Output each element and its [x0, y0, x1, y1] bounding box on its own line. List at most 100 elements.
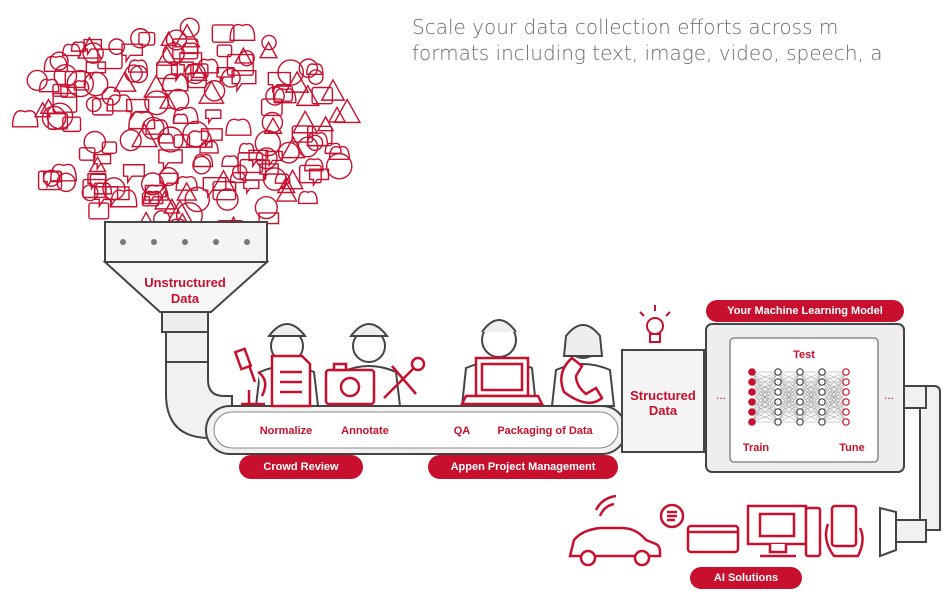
- output-pipe: [879, 385, 941, 558]
- globe-icon: [128, 111, 156, 130]
- network-node: [842, 368, 850, 376]
- car-icon: [122, 164, 145, 185]
- network-node: [774, 388, 782, 396]
- cloud-icon: [162, 42, 185, 65]
- car-icon: [165, 29, 188, 51]
- pin-icon: [259, 163, 279, 182]
- model-tune-label: Tune: [839, 442, 864, 454]
- play-icon: [298, 58, 319, 79]
- step-labels: Normalize Annotate QA Packaging of Data: [260, 425, 594, 437]
- music-note-icon: [320, 78, 346, 101]
- chat-bubble-icon: [274, 173, 291, 184]
- play-icon: [211, 24, 235, 43]
- lightbulb-icon: [93, 153, 112, 172]
- play-icon: [277, 59, 304, 86]
- heart-icon: [202, 176, 227, 200]
- play-icon: [306, 63, 324, 75]
- network-edge: [751, 381, 779, 423]
- cart-icon: [181, 42, 199, 55]
- phone-icon: [200, 128, 223, 149]
- step-qa: QA: [454, 425, 471, 437]
- globe-icon: [175, 181, 198, 201]
- network-edge: [821, 391, 847, 423]
- chat-bubble-icon: [11, 110, 39, 128]
- music-note-icon: [221, 155, 240, 168]
- neural-network-graphic: [748, 368, 850, 426]
- gear-icon: [81, 184, 99, 202]
- chat-bubble-icon: [161, 73, 189, 92]
- camera-icon: [110, 189, 138, 208]
- structured-data-box: Structured Data: [621, 305, 705, 453]
- phone-icon: [163, 197, 181, 214]
- document-icon: [270, 354, 312, 408]
- network-edge: [751, 371, 779, 383]
- ml-model-machine: ... ... Test Train Tune: [705, 323, 905, 473]
- camera-icon: [158, 93, 177, 109]
- camera-icon: [324, 362, 376, 406]
- network-node: [774, 408, 782, 416]
- heart-icon: [101, 141, 118, 154]
- network-node: [774, 418, 782, 426]
- tools: [233, 347, 604, 408]
- play-icon: [231, 164, 248, 180]
- pin-icon: [325, 152, 353, 180]
- pin-icon: [261, 34, 277, 51]
- funnel-label-line1: Unstructured: [144, 275, 226, 290]
- cart-icon: [52, 92, 78, 113]
- step-packaging: Packaging of Data: [497, 425, 593, 437]
- network-edge: [821, 371, 847, 383]
- network-node: [748, 388, 756, 396]
- phone-icon: [141, 192, 160, 207]
- network-node: [818, 378, 826, 386]
- network-edge: [751, 371, 779, 423]
- camera-icon: [190, 63, 209, 79]
- ai-solutions-badge: AI Solutions: [690, 567, 802, 589]
- pin-icon: [53, 63, 78, 88]
- chat-bubble-icon: [60, 84, 77, 98]
- pin-icon: [295, 84, 320, 107]
- phone-icon: [277, 141, 300, 164]
- music-note-icon: [324, 142, 342, 155]
- heart-icon: [276, 175, 296, 194]
- tablet-icon: [804, 506, 822, 558]
- lightbulb-icon: [306, 134, 324, 151]
- play-icon: [272, 85, 294, 102]
- phone-icon: [130, 122, 159, 148]
- cart-icon: [221, 68, 241, 88]
- chat-bubble-icon: [284, 70, 310, 93]
- laptop-icon: [85, 61, 107, 81]
- cloud-icon: [66, 69, 94, 98]
- network-edge: [799, 371, 823, 403]
- network-node: [842, 388, 850, 396]
- gear-icon: [262, 167, 287, 191]
- network-node: [748, 368, 756, 376]
- phone-icon: [304, 158, 324, 172]
- lightbulb-icon: [43, 55, 69, 73]
- laptop-icon: [203, 80, 226, 102]
- unstructured-icon-cloud: [11, 17, 362, 247]
- network-node: [796, 368, 804, 376]
- lightbulb-icon: [159, 166, 179, 187]
- play-icon: [255, 147, 278, 170]
- document-icon: [26, 69, 48, 92]
- camera-icon: [126, 98, 150, 121]
- gear-icon: [333, 98, 362, 124]
- step-normalize: Normalize: [260, 425, 313, 437]
- network-edge: [777, 371, 801, 403]
- laptop-icon: [179, 17, 200, 38]
- headline-line1: Scale your data collection efforts acros…: [412, 15, 839, 39]
- phone-receiver-icon: [560, 356, 604, 405]
- chat-bubble-icon: [179, 52, 203, 74]
- network-edge: [799, 371, 823, 413]
- chat-bubble-icon: [158, 149, 183, 173]
- network-node: [796, 408, 804, 416]
- structured-label-line2: Data: [649, 403, 678, 418]
- network-node: [818, 388, 826, 396]
- heart-icon: [93, 186, 119, 209]
- chat-bubble-icon: [267, 71, 292, 94]
- network-edge: [751, 401, 779, 423]
- chat-bubble-icon: [659, 503, 685, 529]
- lightbulb-icon: [639, 305, 671, 343]
- lightbulb-icon: [62, 116, 82, 133]
